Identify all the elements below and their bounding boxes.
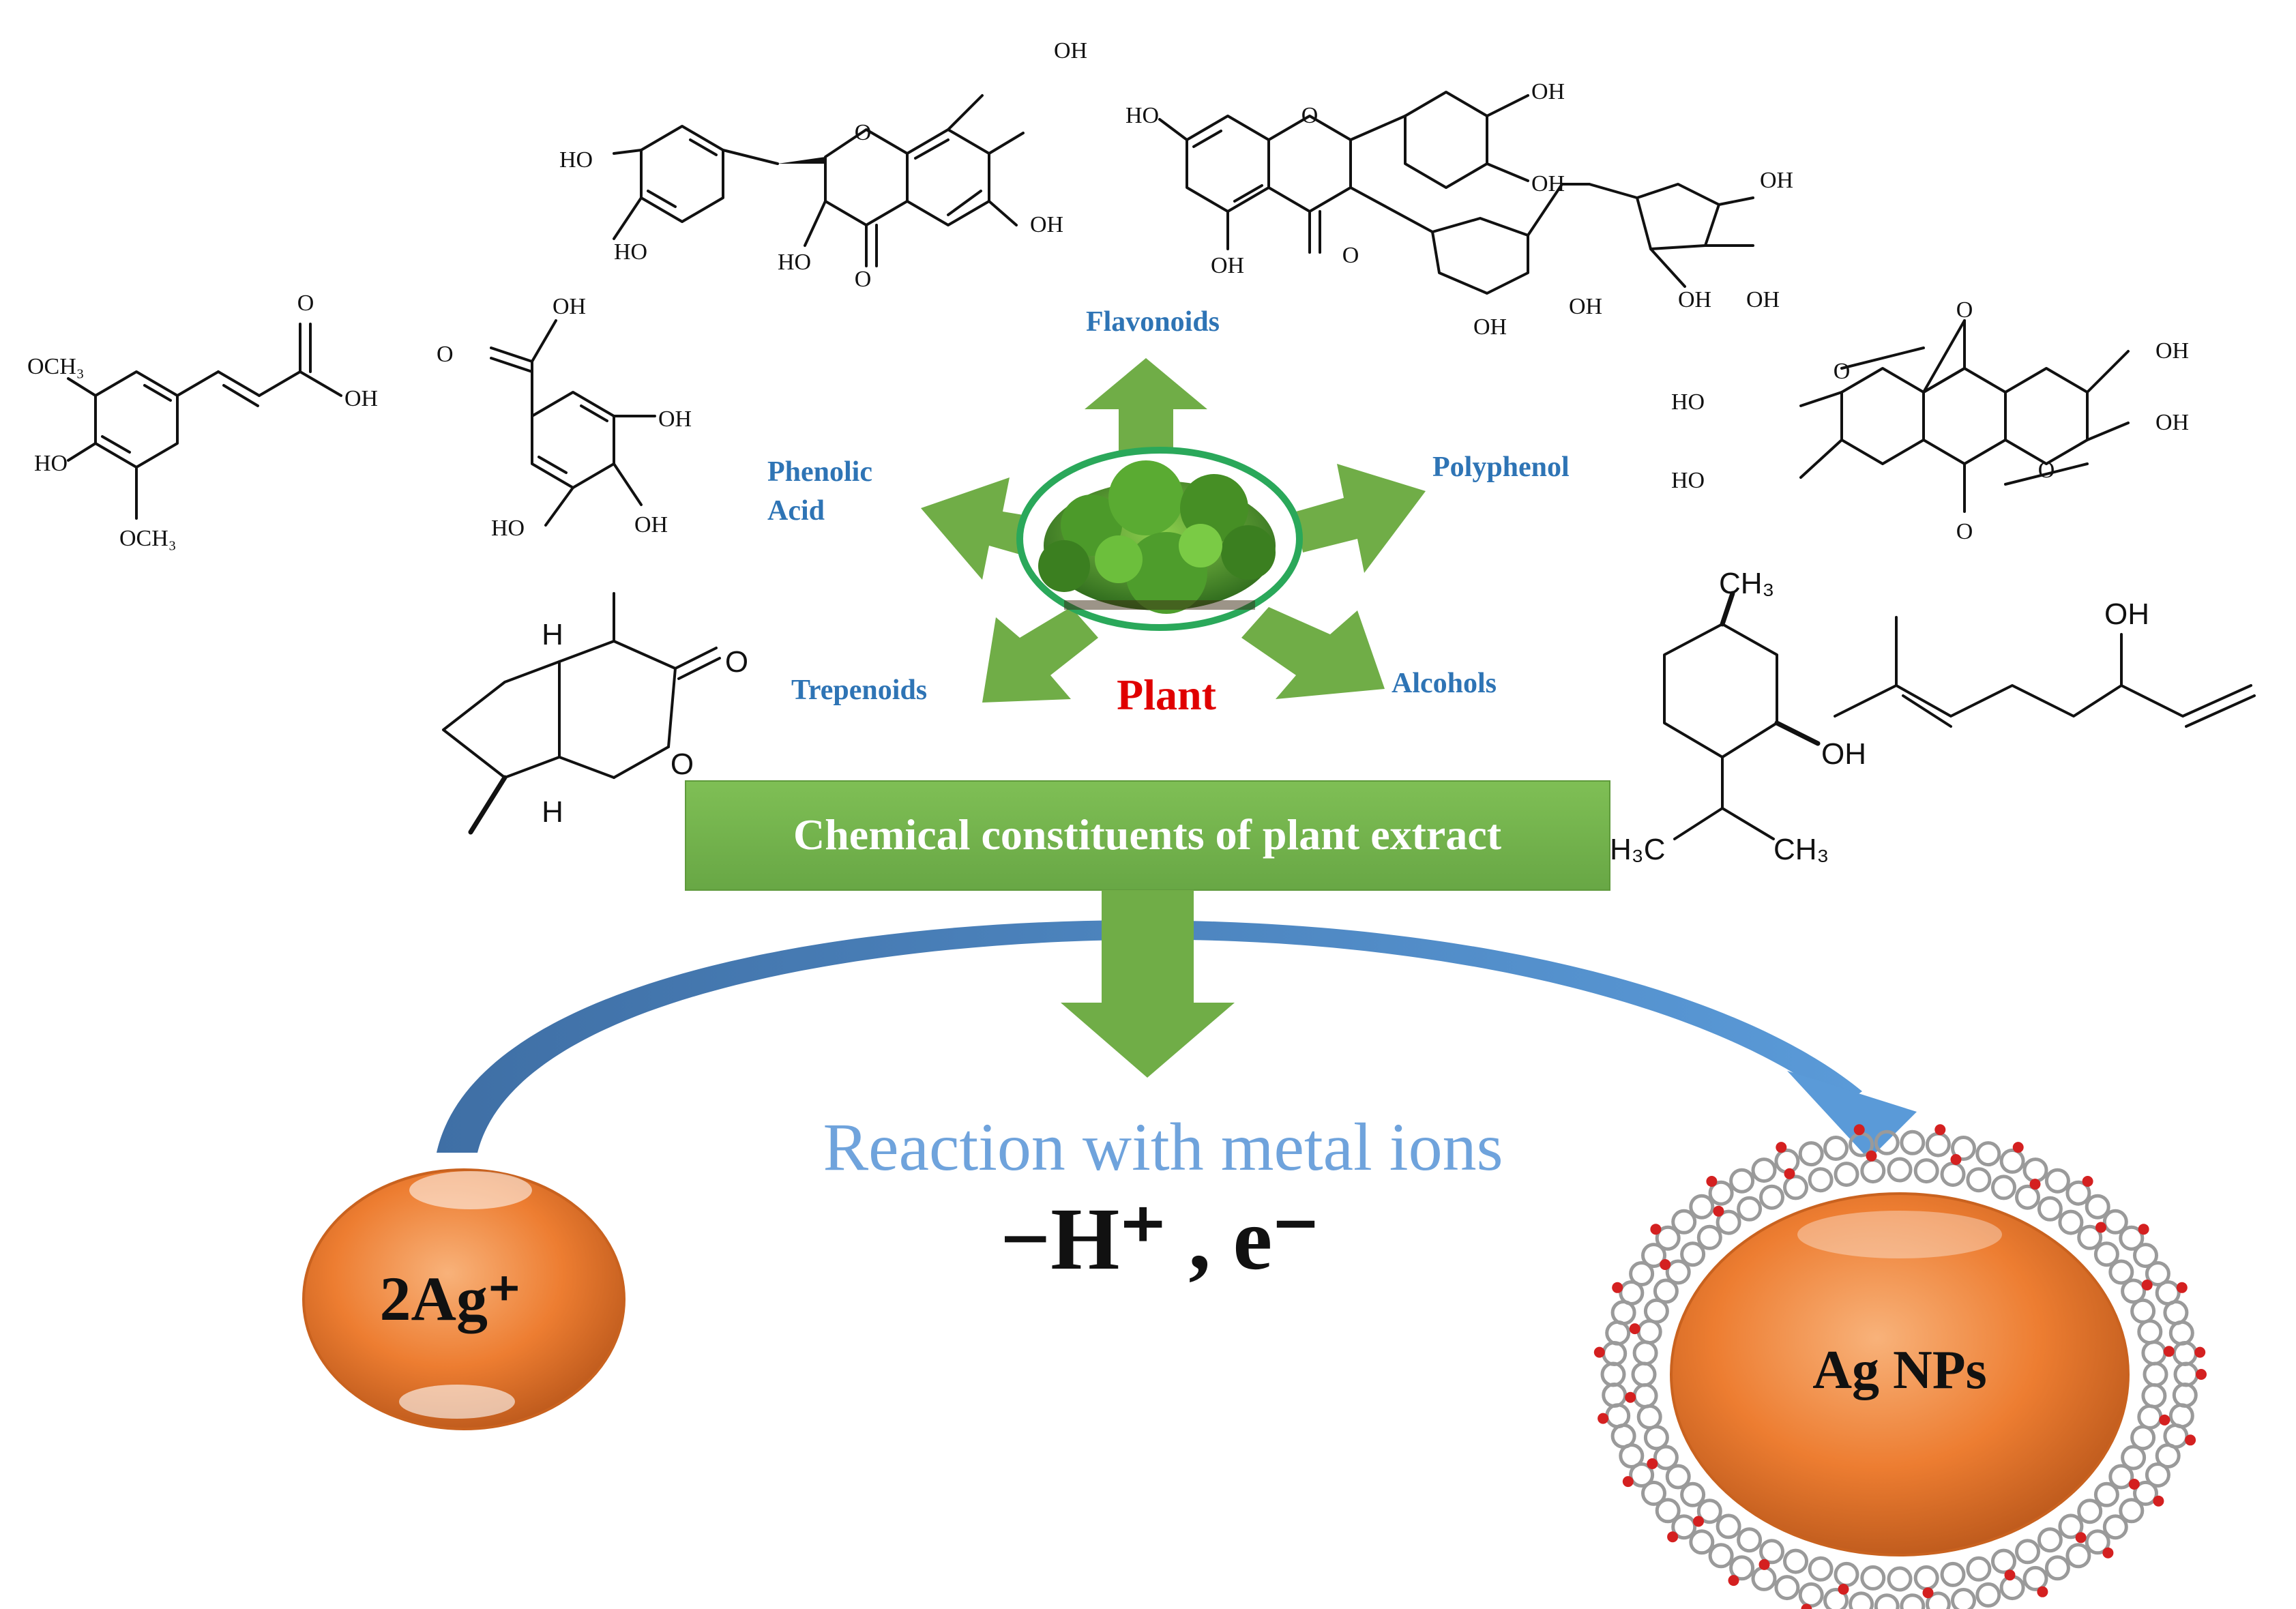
- category-terpenoids: Trepenoids: [791, 675, 927, 706]
- arrow-down-right-icon: [1241, 607, 1385, 699]
- nanoparticle-label: Ag NPs: [1812, 1340, 1987, 1400]
- atom-label: HO: [559, 147, 593, 173]
- atom-label: H: [542, 618, 563, 651]
- atom-label: OH: [1030, 212, 1063, 237]
- atom-label: HO: [1125, 103, 1159, 128]
- atom-label: OCH₃: [119, 526, 177, 551]
- category-flavonoids: Flavonoids: [1086, 306, 1220, 338]
- category-phenolic-acid-line2: Acid: [767, 495, 825, 527]
- atom-label: O: [1834, 359, 1851, 384]
- atom-label: HO: [778, 250, 811, 275]
- atom-label: O: [855, 267, 872, 292]
- atom-label: OH: [1746, 287, 1780, 312]
- curve-arrowhead-icon: [1787, 1071, 1917, 1160]
- atom-label: O: [1301, 103, 1319, 128]
- arrow-up-icon: [1085, 358, 1207, 464]
- atom-label: CH₃: [1719, 567, 1774, 600]
- atom-label: O: [297, 291, 314, 316]
- nanoparticle: Ag NPs: [1593, 1124, 2207, 1609]
- molecule-linalool: OH: [1834, 597, 2256, 728]
- atom-label: H₃C: [1610, 833, 1665, 866]
- atom-label: OCH₃: [27, 354, 85, 379]
- reaction-formula: −H⁺ , e⁻: [1000, 1190, 1319, 1288]
- silver-ion-sphere: 2Ag⁺: [302, 1168, 625, 1430]
- atom-label: OH: [658, 407, 692, 432]
- category-alcohols: Alcohols: [1392, 668, 1497, 699]
- atom-label: O: [1342, 243, 1359, 268]
- atom-label: O: [1956, 519, 1973, 544]
- silver-ion-label: 2Ag⁺: [380, 1264, 521, 1333]
- atom-label: OH: [2155, 410, 2189, 435]
- atom-label: OH: [1569, 294, 1602, 319]
- molecule-ellagic-acid: O O O O HO HO OH OH: [1671, 297, 2189, 544]
- category-phenolic-acid-line1: Phenolic: [767, 456, 872, 488]
- constituents-box: Chemical constituents of plant extract: [685, 780, 1610, 891]
- arrow-left-icon: [921, 477, 1044, 580]
- molecule-iridoid-lactone: H H O O: [442, 592, 748, 835]
- atom-label: O: [671, 748, 694, 781]
- arrow-down-left-icon: [982, 607, 1098, 703]
- category-polyphenol: Polyphenol: [1432, 452, 1570, 483]
- atom-label: O: [437, 342, 454, 367]
- atom-label: O: [855, 120, 872, 145]
- reaction-label: Reaction with metal ions: [823, 1109, 1503, 1185]
- atom-label: OH: [1473, 314, 1507, 340]
- atom-label: OH: [1054, 38, 1087, 63]
- reaction-curve-arrow: [437, 920, 1917, 1160]
- atom-label: HO: [1671, 389, 1705, 415]
- plant-label: Plant: [1117, 670, 1216, 719]
- plant-node: Plant: [1016, 447, 1303, 719]
- atom-label: OH: [1821, 737, 1866, 771]
- molecule-gallic-acid: OH O OH OH HO: [437, 294, 692, 541]
- constituents-label: Chemical constituents of plant extract: [793, 810, 1502, 859]
- atom-label: OH: [634, 512, 668, 537]
- atom-label: OH: [1211, 253, 1244, 278]
- atom-label: O: [725, 645, 748, 679]
- atom-label: OH: [1531, 171, 1565, 196]
- atom-label: OH: [1678, 287, 1711, 312]
- atom-label: HO: [34, 451, 68, 476]
- arrow-right-icon: [1296, 464, 1426, 573]
- arrow-down-icon: [1061, 890, 1235, 1078]
- atom-label: OH: [344, 386, 378, 411]
- atom-label: O: [1956, 297, 1973, 323]
- atom-label: OH: [2104, 597, 2149, 631]
- molecule-taxifolin: O O OH OH HO HO HO: [559, 38, 1087, 292]
- atom-label: HO: [1671, 468, 1705, 493]
- molecule-menthol: CH₃ OH H₃C CH₃: [1610, 567, 1866, 866]
- plant-bush-icon: [1038, 460, 1276, 614]
- atom-label: H: [542, 795, 563, 829]
- atom-label: OH: [1760, 168, 1793, 193]
- atom-label: OH: [1531, 79, 1565, 104]
- radial-arrows: [921, 358, 1426, 703]
- atom-label: O: [2038, 458, 2055, 483]
- nanoparticle-shell-icon: [1593, 1124, 2207, 1609]
- molecule-sinapic-acid: O OH OCH₃ HO OCH₃: [27, 291, 378, 551]
- atom-label: CH₃: [1773, 833, 1829, 866]
- atom-label: OH: [2155, 338, 2189, 364]
- atom-label: HO: [614, 239, 647, 265]
- atom-label: OH: [553, 294, 586, 319]
- atom-label: HO: [491, 516, 525, 541]
- molecule-rutin: O O OH OH HO OH OH OH OH OH OH: [1125, 79, 1793, 340]
